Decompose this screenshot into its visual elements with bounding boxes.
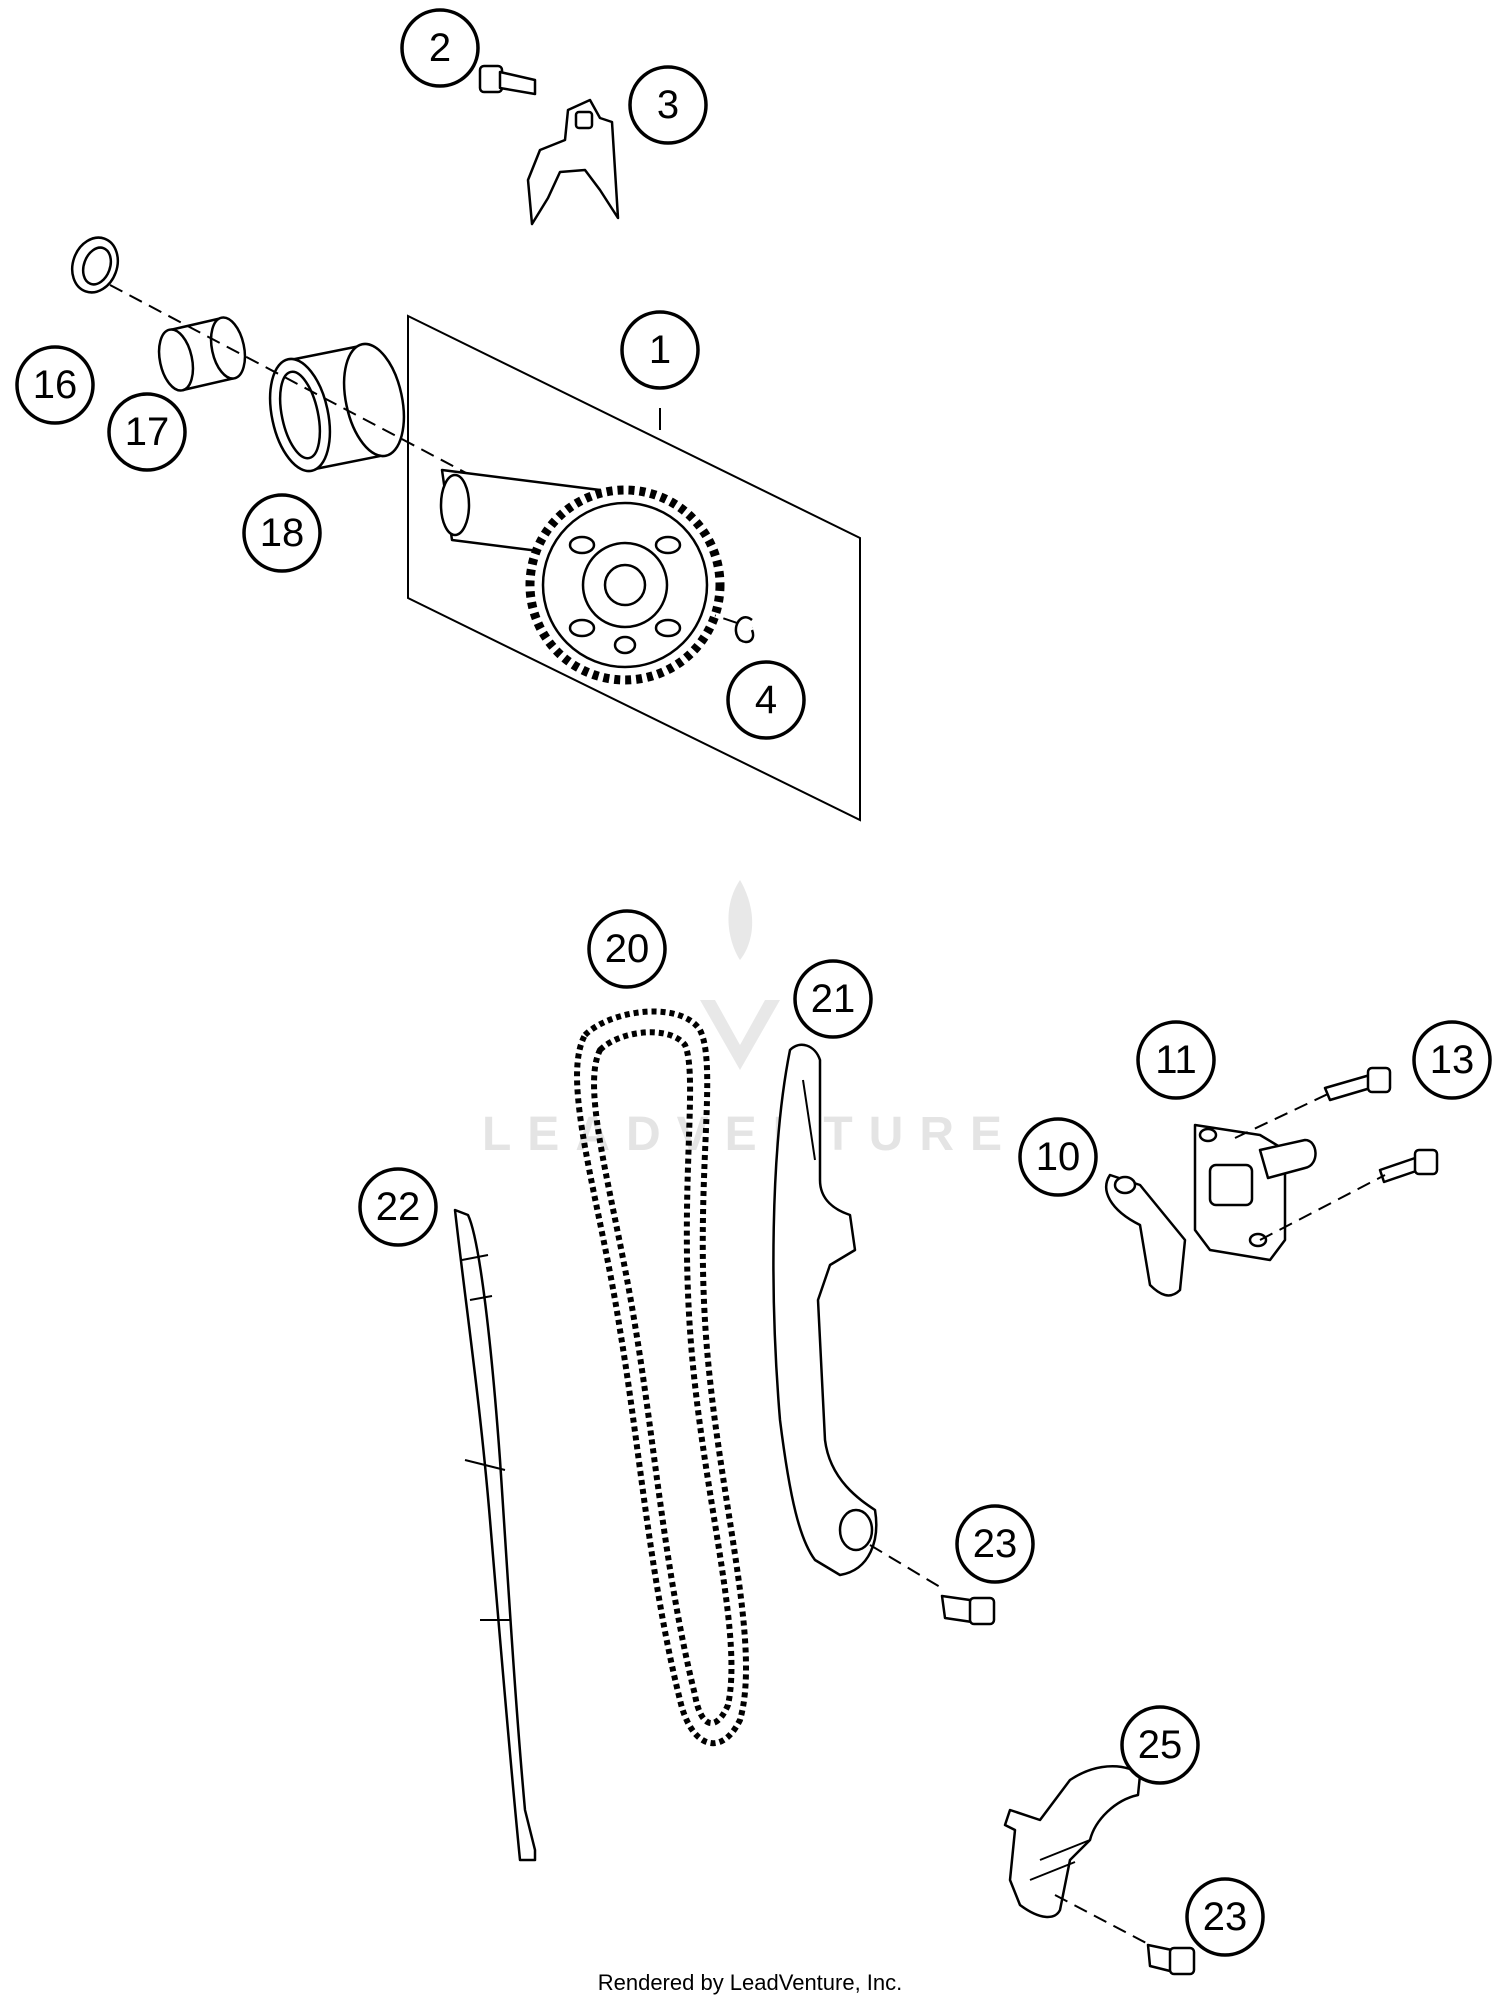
rendered-by-credit: Rendered by LeadVenture, Inc. [597,1970,903,1995]
svg-text:1: 1 [649,328,671,372]
part-20-timing-chain [574,1008,750,1747]
part-11-chain-tensioner [1193,1123,1317,1262]
svg-text:10: 10 [1036,1135,1081,1179]
part-3-bracket [526,98,620,226]
callout-23-upper: 23 [955,1504,1035,1584]
part-21-tensioner-rail [772,1043,878,1577]
leadventure-watermark: LEADVENTURE [482,880,1018,1161]
part-4-circlip [734,616,755,644]
part-1-assembly-frame [407,314,861,822]
circlip-axis-line [639,589,753,629]
callout-2: 2 [400,8,480,88]
callout-22: 22 [358,1167,438,1247]
callout-10: 10 [1018,1117,1098,1197]
callout-21: 21 [793,959,873,1039]
part-1-camshaft-sprocket [439,468,725,685]
callout-25: 25 [1120,1705,1200,1785]
svg-text:21: 21 [811,977,856,1021]
part-17-sleeve [157,316,247,392]
svg-text:13: 13 [1430,1038,1475,1082]
bolt-13-axis-lower [1259,1174,1386,1241]
callout-13: 13 [1412,1020,1492,1100]
callout-23-lower: 23 [1185,1877,1265,1957]
part-23-bolt-upper [940,1594,996,1626]
svg-text:11: 11 [1155,1038,1197,1082]
bolt-23-axis-line [869,1544,946,1591]
svg-text:20: 20 [605,927,650,971]
svg-text:25: 25 [1138,1723,1183,1767]
callout-1: 1 [620,310,700,390]
part-13-bolts [1323,1066,1439,1184]
svg-text:2: 2 [429,26,451,70]
callout-4: 4 [726,660,806,740]
callout-16: 16 [15,345,95,425]
callout-3: 3 [628,65,708,145]
svg-text:16: 16 [33,363,78,407]
svg-text:18: 18 [260,511,305,555]
svg-text:23: 23 [973,1522,1018,1566]
svg-text:17: 17 [125,410,170,454]
part-10-tensioner-gasket [1105,1173,1187,1297]
part-23-bolt-lower [1146,1943,1196,1976]
watermark-text: LEADVENTURE [482,1108,1018,1161]
part-2-bolt [478,64,537,96]
bolt-13-axis-upper [1234,1092,1331,1139]
svg-text:3: 3 [657,83,679,127]
part-25-chain-guide [1003,1765,1142,1919]
callout-20: 20 [587,909,667,989]
callout-18: 18 [242,493,322,573]
part-16-ring [70,236,120,294]
bolt-23-lower-axis [1054,1894,1151,1946]
part-22-guide-rail [453,1208,537,1862]
svg-text:23: 23 [1203,1895,1248,1939]
svg-text:22: 22 [376,1185,421,1229]
camshaft-axis-line [109,284,471,476]
callout-11: 11 [1136,1020,1216,1100]
callout-17: 17 [107,392,187,472]
part-18-bearing [268,342,406,473]
svg-text:4: 4 [755,678,777,722]
